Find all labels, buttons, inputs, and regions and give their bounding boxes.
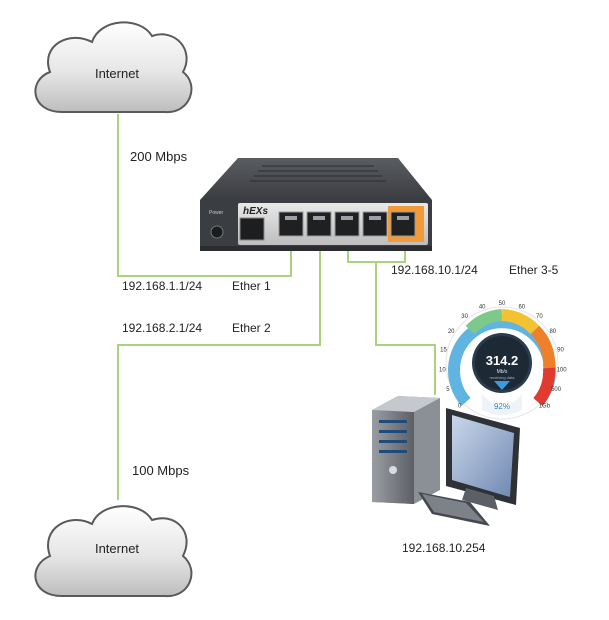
ethernet-ports (278, 211, 416, 237)
speed-unit: Mb/s (497, 369, 508, 375)
gauge-tick-label: 15 (440, 348, 447, 354)
link-wan1 (117, 114, 292, 277)
cloud-top (34, 21, 193, 114)
wan2-speed: 100 Mbps (132, 463, 190, 478)
ether2-ip: 192.168.2.1/24 (122, 321, 202, 335)
speedometer: 314.2 Mb/s receiving data 92% 0 5 10 15 20 30… (439, 301, 567, 420)
gauge-tick-label: 90 (557, 348, 564, 354)
gauge-ticks: 0 5 10 15 20 30 40 50 60 70 80 90 100 500 1Gb (439, 301, 567, 409)
cloud-bottom (34, 505, 193, 598)
cloud-bottom-label: Internet (95, 541, 139, 556)
gauge-tick-label: 50 (499, 301, 506, 307)
ether1-ip: 192.168.1.1/24 (122, 279, 202, 293)
computer (372, 396, 520, 526)
lan-ports: Ether 3-5 (509, 263, 559, 277)
gauge-tick-label: 60 (518, 304, 525, 310)
sfp-port (239, 217, 265, 241)
gauge-tick-label: 20 (448, 329, 455, 335)
gauge-tick-label: 70 (536, 314, 543, 320)
gauge-tick-label: 10 (439, 368, 446, 374)
lan-ip: 192.168.10.1/24 (391, 263, 478, 277)
speed-value: 314.2 (486, 353, 519, 368)
gauge-tick-label: 1Gb (539, 403, 551, 409)
gauge-tick-label: 30 (461, 314, 468, 320)
wan1-speed: 200 Mbps (130, 149, 188, 164)
ether1-name: Ether 1 (232, 279, 271, 293)
gauge-tick-label: 5 (446, 387, 450, 393)
gauge-tick-label: 40 (479, 304, 486, 310)
link-wan2 (117, 238, 321, 500)
router-model: hEXs (243, 206, 268, 217)
router-power-label: Power (209, 210, 224, 216)
speed-sub: receiving data (490, 375, 516, 380)
port-ether5 (390, 211, 416, 237)
cloud-top-label: Internet (95, 66, 139, 81)
speed-percent: 92% (494, 402, 510, 411)
pc-ip: 192.168.10.254 (402, 541, 486, 555)
router: Power hEXs (200, 158, 432, 251)
port-ether4 (362, 211, 388, 237)
gauge-tick-label: 0 (458, 403, 462, 409)
gauge-tick-label: 500 (551, 387, 562, 393)
port-ether3 (334, 211, 360, 237)
port-ether2 (306, 211, 332, 237)
power-jack (210, 225, 224, 239)
link-lan (375, 262, 436, 395)
ether2-name: Ether 2 (232, 321, 271, 335)
gauge-tick-label: 100 (557, 368, 568, 374)
port-ether1 (278, 211, 304, 237)
gauge-tick-label: 80 (549, 329, 556, 335)
